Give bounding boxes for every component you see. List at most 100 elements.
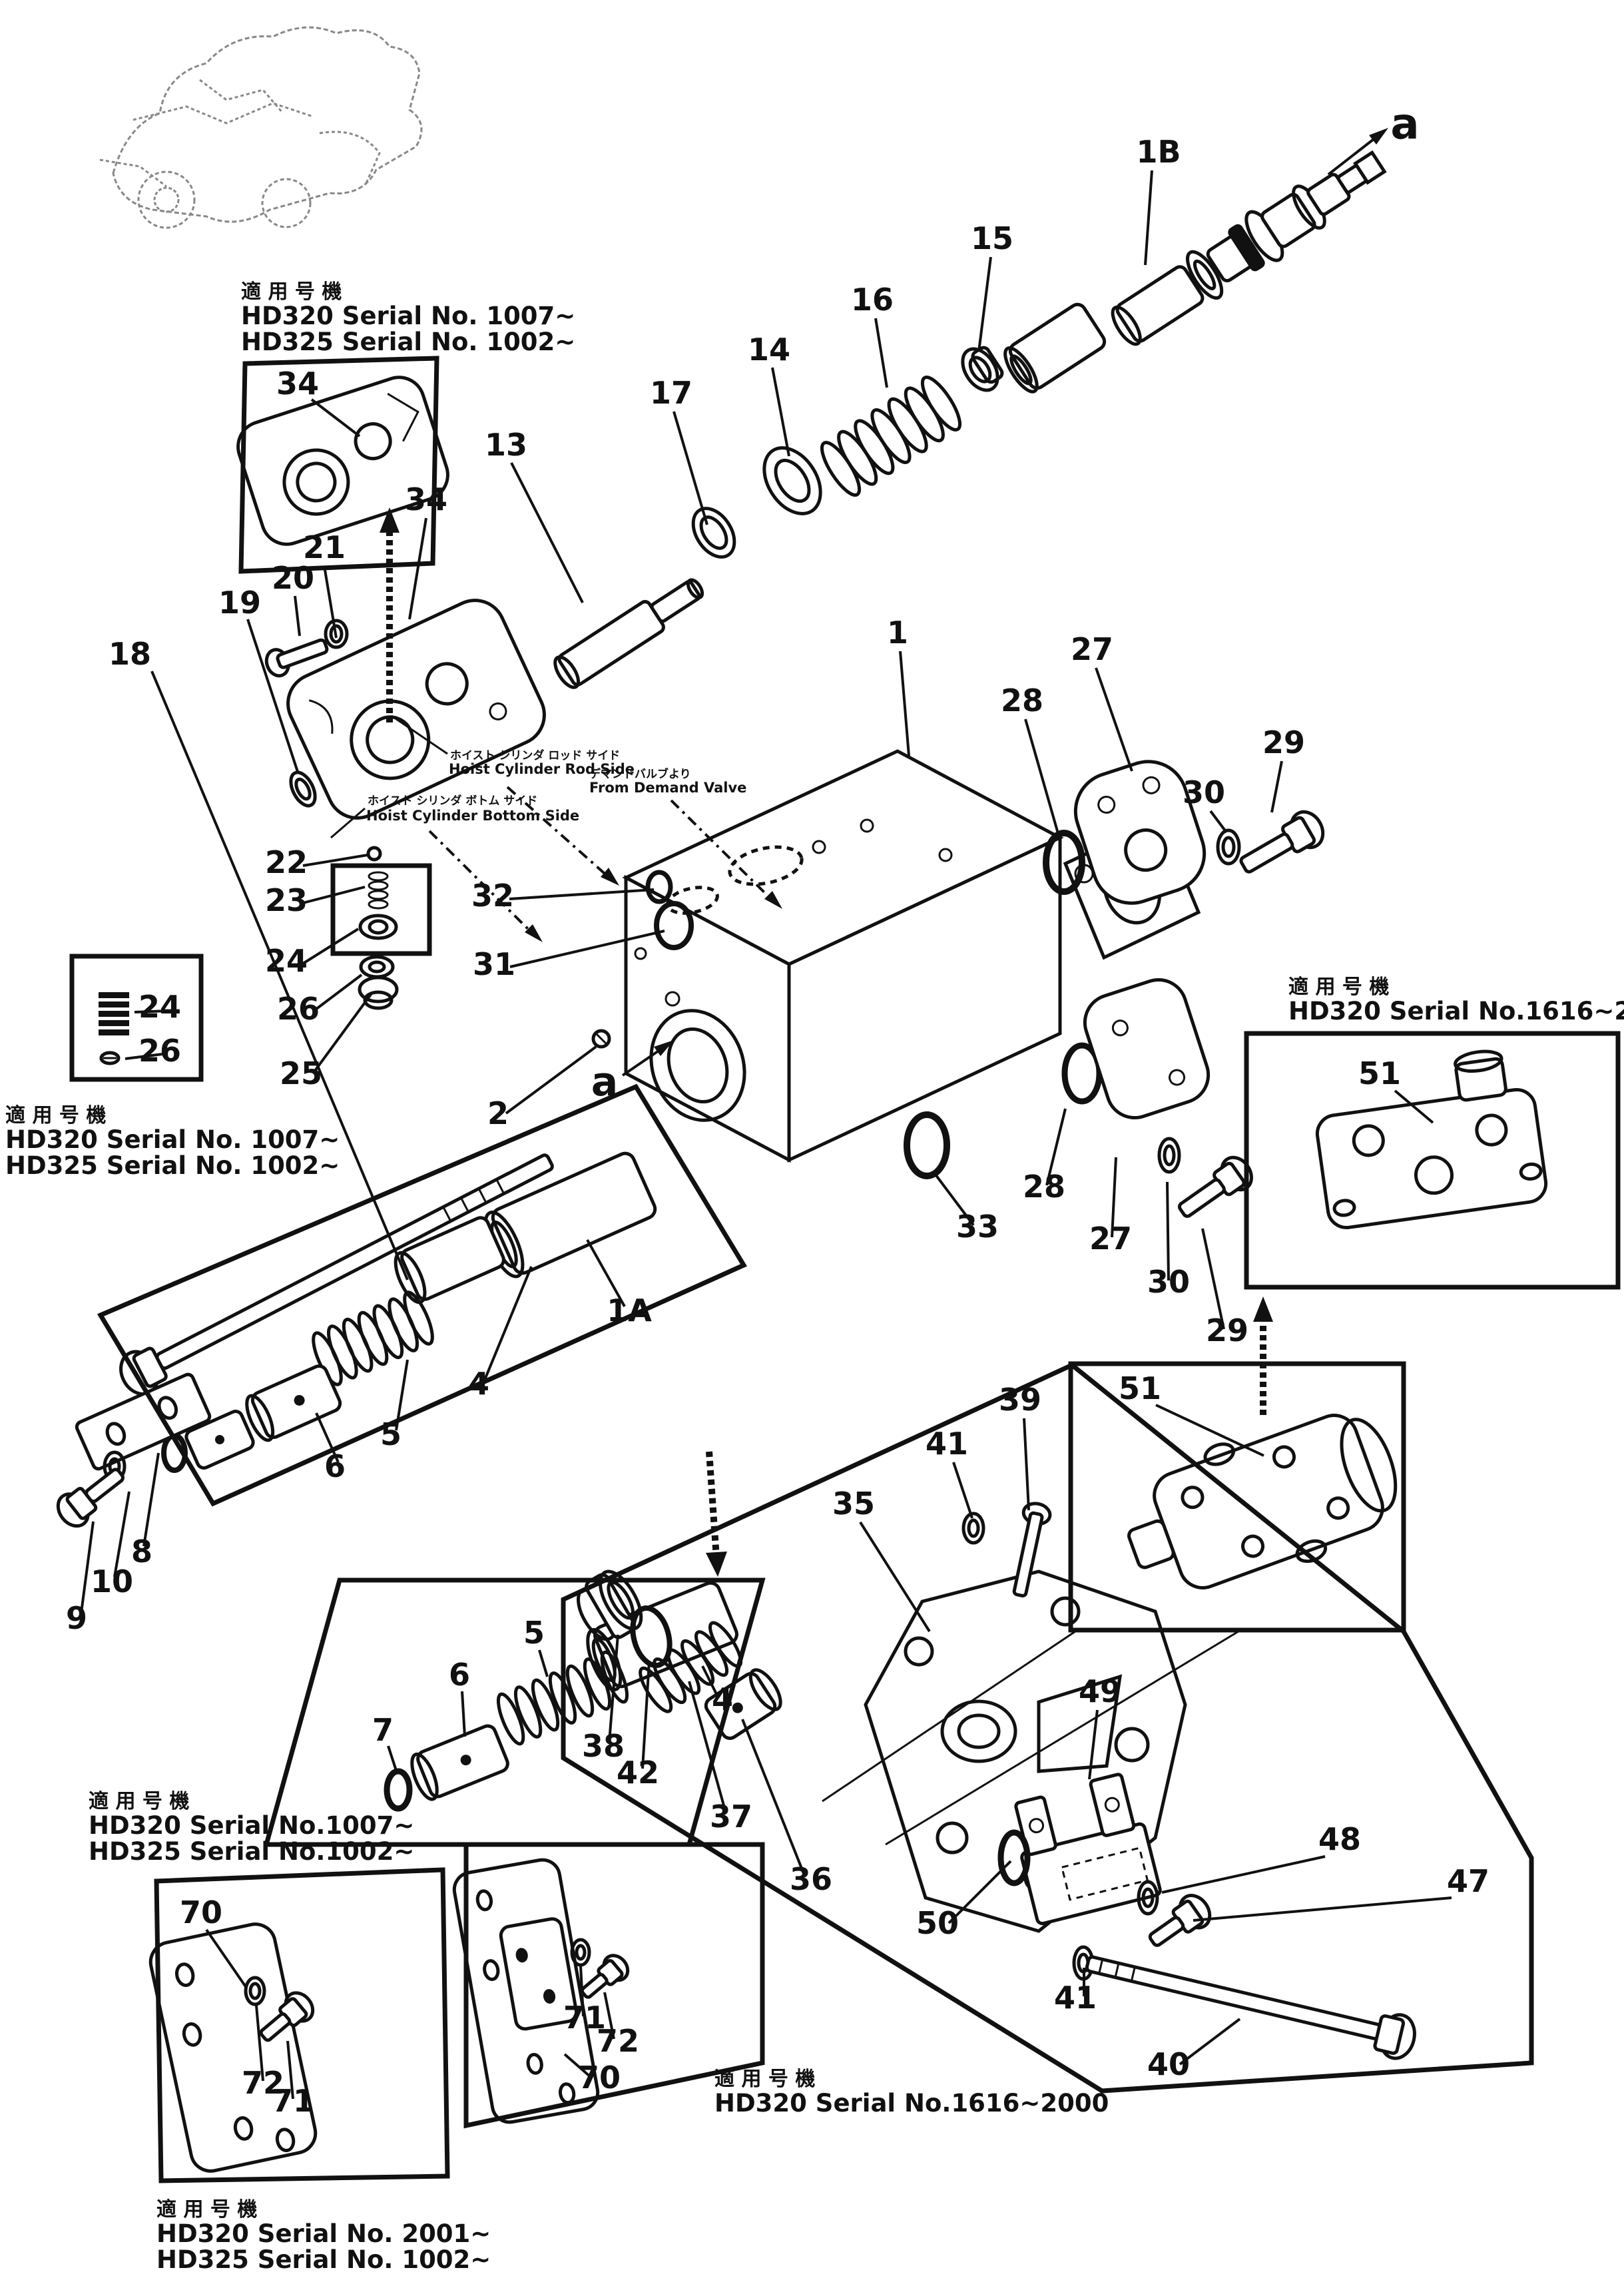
arrowhead-icon [1253,1296,1273,1322]
leader-line [1394,1089,1434,1124]
bolt-29-lower [1177,1155,1253,1218]
note-lower-left-line-0: 適 用 号 機 [89,1790,189,1813]
part-number-34: 34 [276,366,319,402]
leader-line [579,1965,585,2017]
view-a-body-label: a [591,1059,619,1105]
part-number-4: 4 [712,1681,733,1717]
machine-thumbnail-sketch [99,26,423,229]
part-number-47: 47 [1447,1863,1489,1899]
spool-rod-13 [553,578,704,689]
leader-lines [80,170,1452,2100]
reference-line [885,1630,1239,1846]
leader-line [1088,1709,1099,1780]
nut-25 [358,976,399,1010]
part-number-5: 5 [380,1416,402,1452]
bolt-72-right [580,1954,630,1999]
spring-37 [639,1621,743,1713]
bolt-20 [264,638,329,678]
part-number-6: 6 [449,1657,470,1693]
part-number-13: 13 [485,427,527,463]
leader-line [1166,1181,1170,1281]
leader-line [641,1661,651,1769]
plunger-6-lower [410,1724,509,1801]
leader-line [1045,1108,1067,1186]
part-number-19: 19 [218,585,261,621]
stud-22-tip [366,846,382,862]
leader-line [741,1719,806,1876]
arrowhead-icon [380,507,400,533]
reference-line [330,807,366,839]
construction-lines [330,128,1388,1846]
leader-line [608,1634,619,1743]
bolt-29-upper [1239,810,1325,874]
part-number-17: 17 [650,375,692,411]
part-number-30: 30 [1183,774,1225,810]
washer-41-upper [961,1512,985,1545]
leader-line [603,1992,615,2040]
washer-21 [324,619,349,649]
leader-line [538,1649,549,1677]
part-number-8: 8 [131,1534,152,1569]
leader-line [509,930,665,968]
leader-line [1024,718,1061,841]
part-number-14: 14 [748,332,790,368]
part-number-7: 7 [372,1712,394,1748]
part-number-6: 6 [324,1448,346,1484]
part-number-51: 51 [1119,1370,1161,1406]
leader-line [1111,1157,1117,1238]
part-number-50: 50 [916,1905,959,1941]
part-number-20: 20 [272,560,314,596]
parts-artwork [56,150,1548,2173]
block-8 [75,1372,212,1471]
part-number-36: 36 [790,1861,832,1897]
washer-48 [1137,1880,1159,1916]
leader-line [1155,1404,1264,1457]
part-number-38: 38 [582,1728,625,1764]
part-number-32: 32 [471,878,514,914]
part-number-27: 27 [1071,631,1113,667]
part-number-51: 51 [1358,1055,1401,1091]
leader-line [205,1928,248,1989]
cover-27-upper [1073,760,1207,905]
leader-line [505,1045,597,1115]
ann-rod-side-en: Hoist Cylinder Rod Side [449,761,635,777]
box-spring-24-26 [69,954,204,1082]
bracket-49 [1014,1773,1162,1926]
ann-demand-jp: デマンドバルブより [589,767,691,781]
flow-dash-arrow [506,786,611,879]
bolt-71-left [259,1991,315,2042]
part-number-71: 71 [563,2000,606,2036]
leader-line [142,1452,160,1547]
washer-30-upper [1216,828,1241,866]
leader-line [510,462,584,603]
spacer-tube [1003,302,1107,394]
leader-line [874,318,888,388]
leader-line [408,517,427,620]
leader-line [1201,1228,1225,1330]
leader-line [246,619,300,774]
part-number-1A: 1A [607,1292,652,1328]
reference-line [822,1630,1076,1803]
leader-line [688,1681,727,1813]
view-a-top-label: a [1390,100,1419,149]
note-bottom-middle-line-0: 適 用 号 機 [714,2068,815,2091]
leader-line [80,1521,95,1613]
part-number-25: 25 [280,1055,322,1091]
leader-line [255,2005,264,2082]
view-direction-arrow [1327,133,1381,176]
part-number-1: 1 [887,615,908,651]
bolt-39 [1012,1502,1052,1597]
leader-line [859,1521,931,1633]
leader-line [586,1239,626,1307]
leader-line [302,886,366,904]
leader-line [294,595,301,637]
ann-rod-side-jp: ホイスト シリンダ ロッド サイド [450,748,620,762]
leader-line [673,411,708,525]
arrowhead-icon [525,924,543,942]
leader-line [113,1491,131,1577]
leader-line [302,928,360,965]
leader-line [1193,1896,1452,1922]
